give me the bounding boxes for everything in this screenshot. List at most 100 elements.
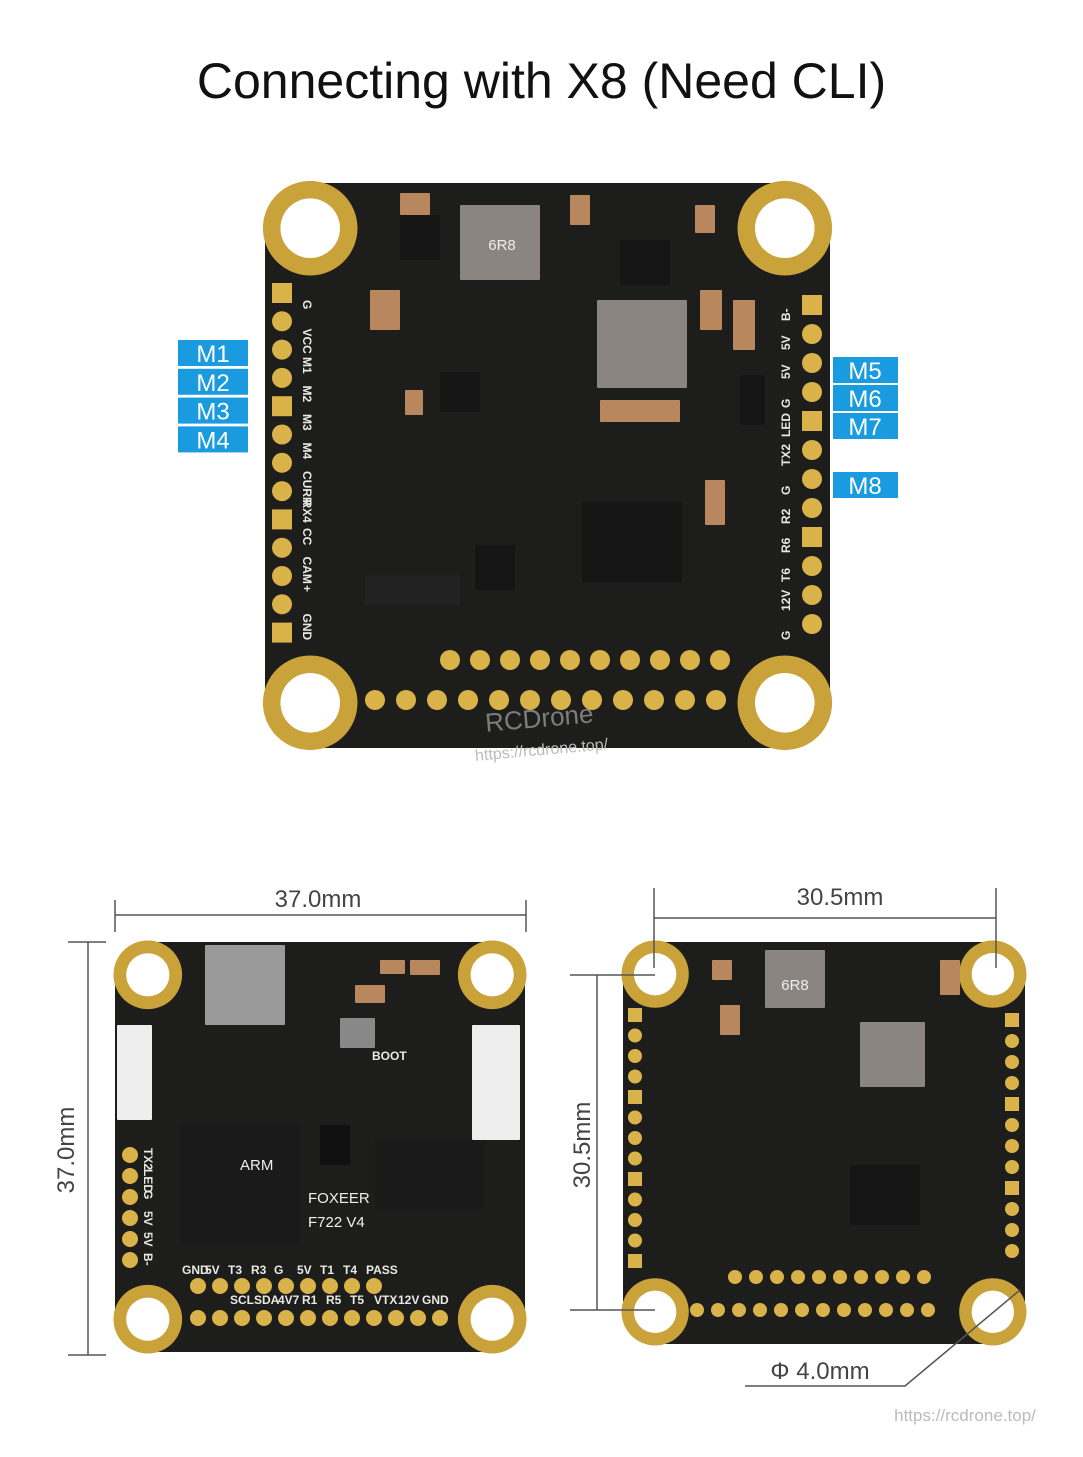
hole-diameter-label: Φ 4.0mm <box>770 1358 869 1385</box>
usb-c-port <box>205 945 285 1025</box>
boot-button <box>340 1018 375 1048</box>
solder-pad <box>272 481 292 502</box>
motor-label-box <box>833 472 898 498</box>
mounting-hole <box>470 1297 514 1341</box>
silkscreen-label: 12V <box>779 590 793 611</box>
solder-pad <box>212 1310 228 1326</box>
silkscreen-label: G <box>141 1190 155 1199</box>
solder-pad <box>802 382 822 402</box>
silkscreen-label: T6 <box>779 568 793 582</box>
solder-pad <box>190 1278 206 1294</box>
silkscreen-label: TX2 <box>779 444 793 466</box>
solder-pad <box>802 498 822 518</box>
silkscreen-label: T5 <box>350 1293 364 1307</box>
mcu-chip <box>180 1125 300 1245</box>
solder-pad <box>1005 1097 1019 1111</box>
solder-pad <box>858 1303 872 1317</box>
smd-component <box>705 480 725 525</box>
motor-label-m5: M5 <box>848 358 881 385</box>
motor-label-box <box>178 340 248 366</box>
solder-pad <box>896 1270 910 1284</box>
solder-pad <box>272 396 292 417</box>
solder-pad <box>833 1270 847 1284</box>
solder-pad <box>628 1192 642 1207</box>
inductor-marking: 6R8 <box>488 237 516 254</box>
silkscreen-label: G <box>300 300 314 309</box>
solder-pad <box>440 650 460 670</box>
solder-pad <box>344 1310 360 1326</box>
solder-pad <box>675 690 695 710</box>
solder-pad <box>706 690 726 710</box>
silkscreen-label: B- <box>141 1253 155 1266</box>
solder-pad <box>802 411 822 431</box>
motor-label-m2: M2 <box>196 370 229 397</box>
silkscreen-label: 5V <box>205 1263 220 1277</box>
smd-component <box>370 290 400 330</box>
solder-pad <box>366 1310 382 1326</box>
solder-pad <box>427 690 447 710</box>
solder-pad <box>122 1147 138 1163</box>
solder-pad <box>628 1213 642 1227</box>
smd-component <box>712 960 732 980</box>
mounting-hole <box>280 198 340 258</box>
solder-pad <box>278 1310 294 1326</box>
solder-pad <box>802 614 822 634</box>
solder-pad <box>900 1303 914 1317</box>
connector <box>117 1025 152 1120</box>
solder-pad <box>802 469 822 489</box>
solder-pad <box>802 556 822 576</box>
silkscreen-label: 4V7 <box>278 1293 300 1307</box>
inductor-marking: 6R8 <box>781 977 809 994</box>
ic-chip <box>375 1140 485 1210</box>
solder-pad <box>212 1278 228 1294</box>
mounting-hole <box>126 953 170 997</box>
solder-pad <box>774 1303 788 1317</box>
solder-pad <box>732 1303 746 1317</box>
silkscreen-label: CURR <box>300 471 314 506</box>
height-label: 37.0mm <box>53 1107 80 1194</box>
solder-pad <box>300 1278 316 1294</box>
silkscreen-label: R5 <box>326 1293 342 1307</box>
solder-pad <box>366 1278 382 1294</box>
solder-pad <box>837 1303 851 1317</box>
motor-label-box <box>833 357 898 383</box>
solder-pad <box>1005 1181 1019 1195</box>
solder-pad <box>365 690 385 710</box>
silkscreen-label: VTX <box>374 1293 397 1307</box>
solder-pad <box>710 650 730 670</box>
boot-label: BOOT <box>372 1049 407 1063</box>
smd-component <box>475 545 515 590</box>
solder-pad <box>628 1172 642 1186</box>
mounting-hole <box>280 673 340 733</box>
solder-pad <box>470 650 490 670</box>
model-label: F722 V4 <box>308 1214 365 1231</box>
solder-pad <box>256 1278 272 1294</box>
silkscreen-label: SDA <box>254 1293 280 1307</box>
motor-label-m6: M6 <box>848 386 881 413</box>
solder-pad <box>551 690 571 710</box>
solder-pad <box>1005 1034 1019 1048</box>
smd-component <box>405 390 423 415</box>
smd-component <box>355 985 385 1003</box>
solder-pad <box>711 1303 725 1317</box>
mounting-hole <box>470 953 514 997</box>
solder-pad <box>1005 1223 1019 1237</box>
solder-pad <box>1005 1160 1019 1174</box>
silkscreen-label: PASS <box>366 1263 398 1277</box>
solder-pad <box>921 1303 935 1317</box>
solder-pad <box>272 452 292 473</box>
footer-url: https://rcdrone.top/ <box>894 1406 1036 1425</box>
silkscreen-label: VCC <box>300 329 314 355</box>
solder-pad <box>190 1310 206 1326</box>
solder-pad <box>122 1210 138 1226</box>
solder-pad <box>816 1303 830 1317</box>
solder-pad <box>1005 1013 1019 1027</box>
solder-pad <box>322 1278 338 1294</box>
solder-pad <box>690 1303 704 1317</box>
solder-pad <box>560 650 580 670</box>
solder-pad <box>122 1231 138 1247</box>
solder-pad <box>1005 1118 1019 1132</box>
silkscreen-label: M4 <box>300 443 314 460</box>
